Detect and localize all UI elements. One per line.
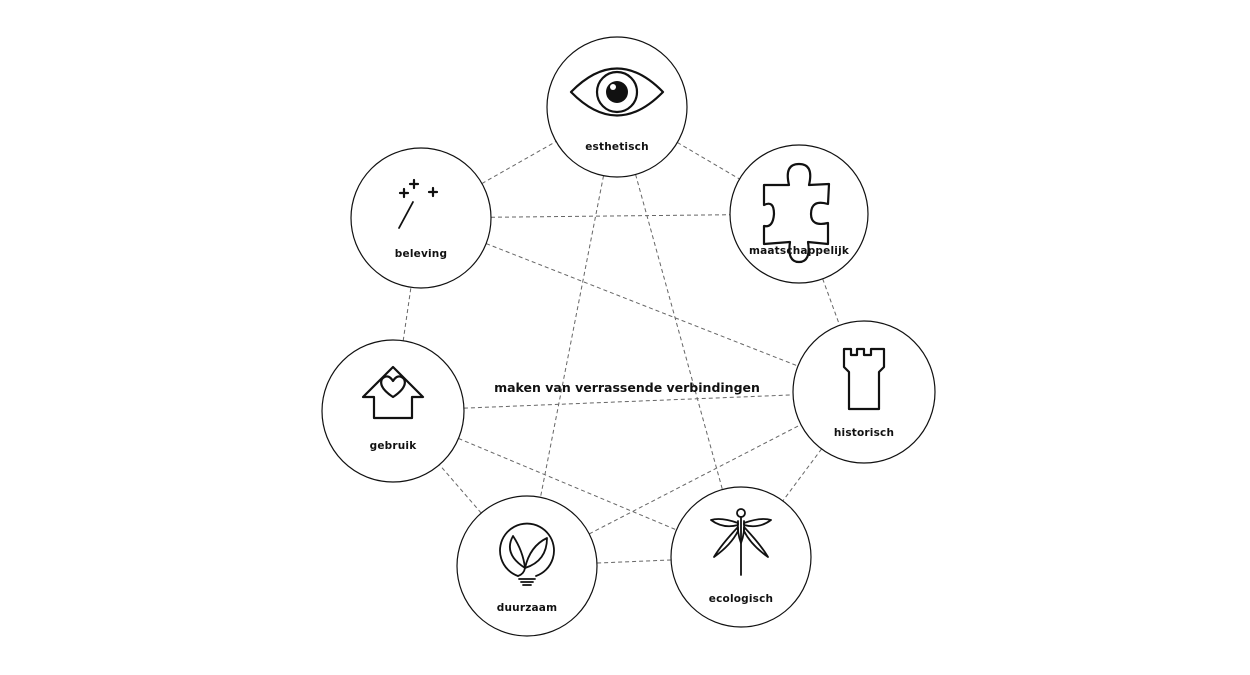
puzzle-piece-icon bbox=[762, 162, 831, 264]
node-circle bbox=[456, 495, 598, 637]
node-label: esthetisch bbox=[585, 141, 649, 153]
magic-wand-icon bbox=[398, 178, 439, 229]
node-circle bbox=[350, 147, 492, 289]
node-label: historisch bbox=[834, 427, 894, 439]
node-label: gebruik bbox=[370, 440, 418, 452]
connection-maatschappelijk-historisch bbox=[822, 278, 841, 326]
connection-esthetisch-duurzaam bbox=[539, 175, 605, 498]
node-esthetisch[interactable]: esthetisch bbox=[546, 36, 688, 178]
node-circle bbox=[321, 339, 465, 483]
node-maatschappelijk[interactable]: maatschappelijk bbox=[729, 144, 869, 284]
node-circle bbox=[546, 36, 688, 178]
connection-lines bbox=[402, 141, 841, 564]
node-beleving[interactable]: beleving bbox=[350, 147, 492, 289]
node-circle bbox=[729, 144, 869, 284]
connection-esthetisch-maatschappelijk bbox=[677, 142, 740, 180]
connection-duurzaam-historisch bbox=[588, 424, 802, 535]
dragonfly-icon bbox=[710, 508, 772, 576]
node-historisch[interactable]: historisch bbox=[792, 320, 936, 464]
node-gebruik[interactable]: gebruik bbox=[321, 339, 465, 483]
node-ecologisch[interactable]: ecologisch bbox=[670, 486, 812, 628]
connection-historisch-ecologisch bbox=[782, 448, 822, 502]
node-label: ecologisch bbox=[709, 593, 773, 605]
tower-icon bbox=[842, 347, 886, 411]
connection-beleving-esthetisch bbox=[481, 141, 557, 184]
connection-duurzaam-gebruik bbox=[439, 464, 482, 514]
connection-gebruik-historisch bbox=[463, 394, 794, 409]
node-duurzaam[interactable]: duurzaam bbox=[456, 495, 598, 637]
connection-gebruik-ecologisch bbox=[458, 438, 677, 531]
connection-ecologisch-duurzaam bbox=[596, 559, 672, 564]
node-circle bbox=[792, 320, 936, 464]
node-label: duurzaam bbox=[497, 602, 557, 614]
center-caption: maken van verrassende verbindingen bbox=[494, 380, 760, 395]
node-label: beleving bbox=[395, 248, 447, 260]
connection-esthetisch-ecologisch bbox=[635, 174, 723, 490]
connection-gebruik-beleving bbox=[402, 287, 412, 341]
leaf-bulb-icon bbox=[499, 522, 555, 586]
connection-beleving-maatschappelijk bbox=[490, 214, 731, 218]
node-label: maatschappelijk bbox=[749, 245, 850, 257]
eye-icon bbox=[569, 67, 665, 117]
house-heart-icon bbox=[361, 365, 425, 420]
